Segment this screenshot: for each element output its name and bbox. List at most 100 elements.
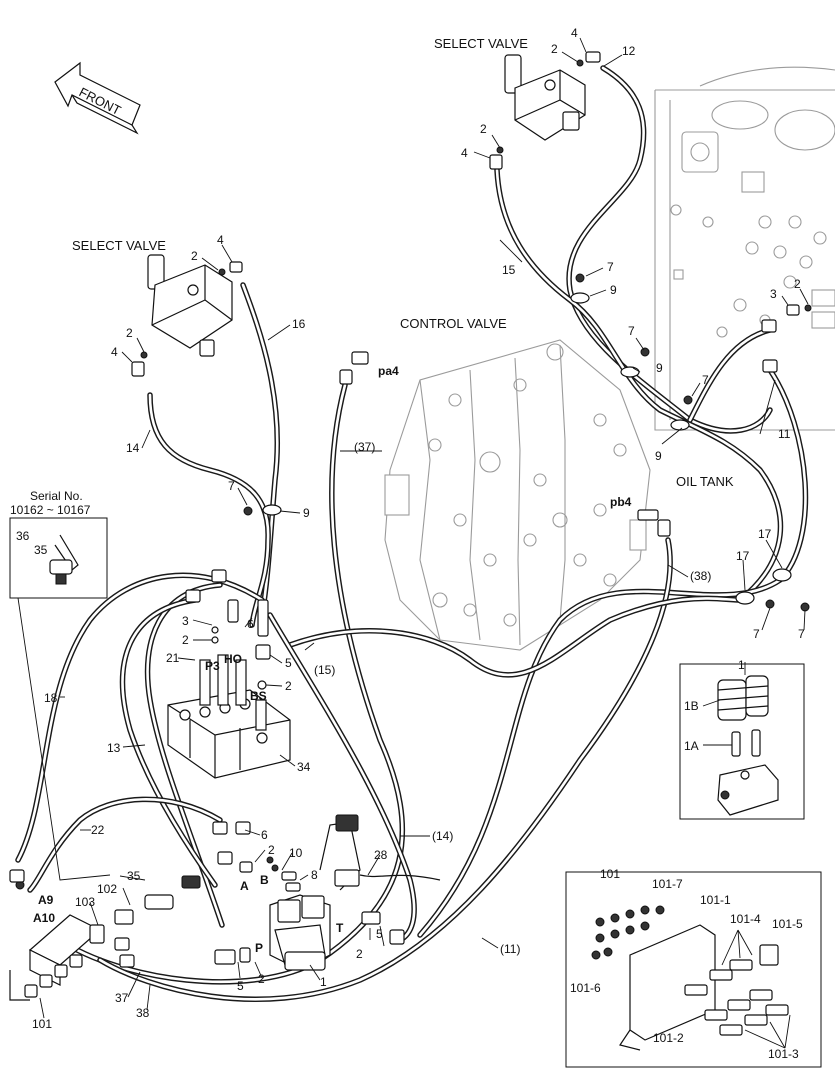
part-label: 15: [502, 263, 516, 277]
inset-1-label-1b: 1B: [684, 699, 699, 713]
part-label: 14: [126, 441, 140, 455]
port-bs: BS: [250, 689, 267, 703]
inset-101-label: 101-5: [772, 917, 803, 931]
part-label: 7: [702, 373, 709, 387]
serial-inset: [9, 517, 111, 881]
part-label: 34: [297, 760, 311, 774]
part-label: 7: [753, 627, 760, 641]
part-label: 5: [376, 927, 383, 941]
part-label: 2: [356, 947, 363, 961]
part-label: (37): [354, 440, 375, 454]
part-label: 3: [182, 614, 189, 628]
part-label: 4: [571, 26, 578, 40]
part-label: 28: [374, 848, 388, 862]
part-label: 1: [320, 975, 327, 989]
inset-101-label: 101-2: [653, 1031, 684, 1045]
part-label: 36: [16, 529, 30, 543]
part-label: 103: [75, 895, 95, 909]
text-labels: SELECT VALVE SELECT VALVE CONTROL VALVE …: [10, 26, 805, 1061]
part-label: 4: [461, 146, 468, 160]
part-label: 11: [778, 427, 791, 441]
inset-1-label-1a: 1A: [684, 739, 699, 753]
part-label: 7: [798, 627, 805, 641]
part-label: 35: [127, 869, 141, 883]
inset-1-title: 1: [738, 658, 745, 672]
part-label: 6: [247, 617, 254, 631]
clamps: [243, 273, 812, 612]
part-label: 5: [285, 656, 292, 670]
serial-title: Serial No.: [30, 489, 83, 503]
part-label: 10: [289, 846, 303, 860]
part-label: (11): [500, 942, 520, 956]
part-label: 2: [268, 843, 275, 857]
part-label: 9: [655, 449, 662, 463]
port-a10: A10: [33, 911, 55, 925]
part-label: 9: [303, 506, 310, 520]
part-label: 37: [115, 991, 129, 1005]
part-label: 2: [551, 42, 558, 56]
inset-101: [565, 871, 822, 1068]
part-label: 38: [136, 1006, 150, 1020]
part-label: 2: [794, 277, 801, 291]
part-label: 35: [34, 543, 48, 557]
part-label: (38): [690, 569, 711, 583]
part-label: 12: [622, 44, 636, 58]
part-label: (15): [314, 663, 335, 677]
part-label: 2: [126, 326, 133, 340]
inset-101-label: 101-3: [768, 1047, 799, 1061]
part-label: 17: [736, 549, 750, 563]
part-label: 2: [285, 679, 292, 693]
port-b: B: [260, 873, 269, 887]
part-label: 17: [758, 527, 772, 541]
select-valve-top: [489, 51, 601, 170]
part-label: 101: [32, 1017, 52, 1031]
part-label: 8: [311, 868, 318, 882]
control-valve-heading: CONTROL VALVE: [400, 316, 507, 331]
select-valve-top-heading: SELECT VALVE: [434, 36, 528, 51]
port-pb4: pb4: [610, 495, 632, 509]
part-label: 6: [261, 828, 268, 842]
hoses: [15, 65, 809, 1003]
leader-lines: [39, 37, 809, 1019]
inset-101-title: 101: [600, 867, 620, 881]
inset-1: [679, 663, 805, 820]
part-label: 22: [91, 823, 105, 837]
part-label: 9: [610, 283, 617, 297]
part-label: 2: [258, 972, 265, 986]
part-label: (14): [432, 829, 453, 843]
part-label: 21: [166, 651, 180, 665]
front-arrow: FRONT: [54, 61, 141, 135]
part-label: 7: [228, 479, 235, 493]
part-label: 2: [191, 249, 198, 263]
port-a9: A9: [38, 893, 54, 907]
serial-range: 10162 ~ 10167: [10, 503, 91, 517]
port-a: A: [240, 879, 249, 893]
inset-101-label: 101-4: [730, 912, 761, 926]
part-label: 18: [44, 691, 58, 705]
lower-components: [9, 814, 441, 1001]
select-valve-left-heading: SELECT VALVE: [72, 238, 166, 253]
part-label: 2: [480, 122, 487, 136]
part-label: 102: [97, 882, 117, 896]
part-label: 13: [107, 741, 121, 755]
port-p3: P3: [205, 659, 220, 673]
inset-101-label: 101-7: [652, 877, 683, 891]
part-label: 5: [237, 979, 244, 993]
control-valve: [384, 339, 651, 651]
port-pa4: pa4: [378, 364, 399, 378]
port-t: T: [336, 921, 344, 935]
port-p: P: [255, 941, 263, 955]
part-label: 7: [607, 260, 614, 274]
part-label: 4: [217, 233, 224, 247]
part-label: 9: [656, 361, 663, 375]
valve-block-34: [167, 569, 291, 779]
part-label: 2: [182, 633, 189, 647]
part-label: 4: [111, 345, 118, 359]
oil-tank-heading: OIL TANK: [676, 474, 734, 489]
part-label: 16: [292, 317, 306, 331]
inset-101-label: 101-1: [700, 893, 731, 907]
oil-tank: [654, 66, 835, 431]
part-label: 3: [770, 287, 777, 301]
part-label: 7: [628, 324, 635, 338]
